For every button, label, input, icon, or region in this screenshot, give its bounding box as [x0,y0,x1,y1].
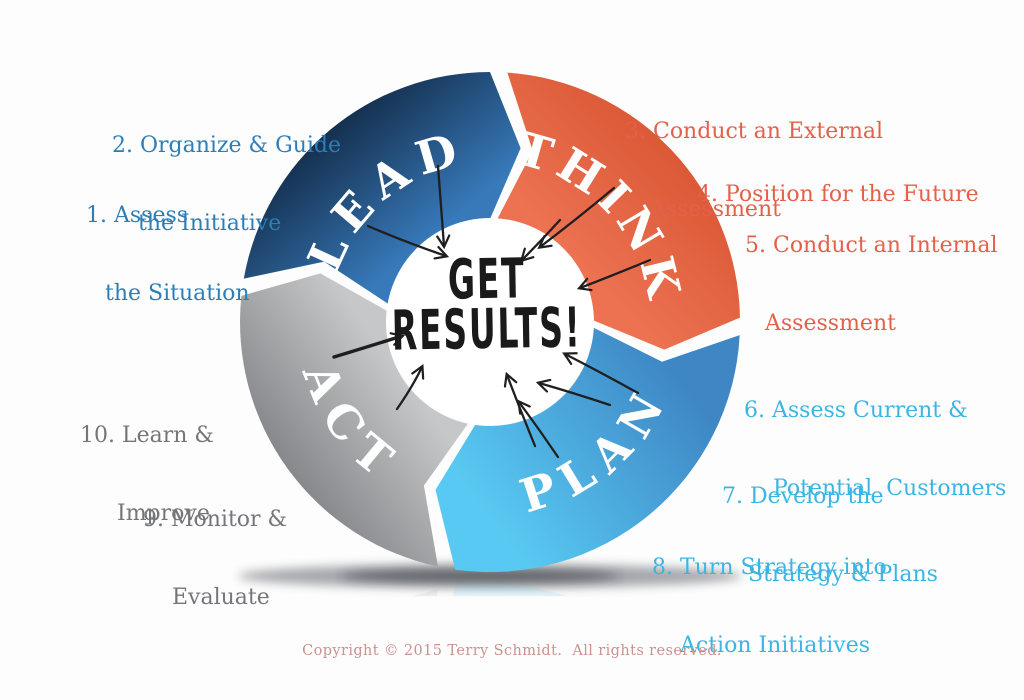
sketch-arrow [436,164,451,250]
step-line: 6. Assess Current & [744,398,968,423]
step-line: Potential Customers [773,476,1007,501]
step-line: the Situation [105,281,250,306]
step-line: 1. Assess [86,203,189,228]
sketch-arrow [366,224,450,260]
step-line: Action Initiatives [680,633,870,658]
copyright-text: Copyright © 2015 Terry Schmidt. All righ… [302,643,722,659]
step-line: 7. Develop the [722,484,884,509]
step-item-8: 8. Turn Strategy into Action Initiatives [652,503,887,700]
step-item-2: 2. Organize & Guide the Initiative [112,81,341,289]
step-line: 8. Turn Strategy into [652,555,887,580]
sketch-arrow [535,378,612,407]
step-item-10: 10. Learn & Improve [80,371,214,579]
center-title-line2: RESULTS! [391,295,582,363]
step-line: 2. Organize & Guide [112,133,342,158]
step-line: Evaluate [172,585,270,610]
sketch-arrow [517,399,560,459]
segment-lead [243,72,521,305]
sketch-arrow-pen [332,332,406,359]
wheel: LEAD THINK PLAN ACT [240,72,740,573]
sketch-arrow [395,364,425,411]
step-line: 10. Learn & [80,423,214,448]
step-item-6: 6. Assess Current & Potential Customers [744,346,1006,554]
step-item-7: 7. Develop the Strategy & Plans [722,432,938,640]
step-line: 9. Monitor & [143,507,288,532]
step-line: 3. Conduct an External [625,119,884,144]
segment-act [240,273,469,567]
step-line: the Initiative [138,211,282,236]
sketch-arrows [332,164,652,459]
step-item-9: 9. Monitor & Evaluate [143,455,287,663]
segment-plan [435,327,740,573]
step-item-3: 3. Conduct an External Assessment [625,67,883,275]
segment-think [497,72,740,350]
center-title: GET RESULTS! [391,246,582,363]
center-circle [386,218,594,426]
step-item-4: 4. Position for the Future [697,130,979,260]
step-line: Improve [117,501,210,526]
step-line: Assessment [650,197,781,222]
step-line: Assessment [765,311,896,336]
step-line: 5. Conduct an Internal [745,233,998,258]
sketch-arrow [537,186,616,249]
center-title-line1: GET [447,246,526,312]
step-line: 4. Position for the Future [697,182,979,207]
sketch-arrow [562,352,640,395]
step-item-5: 5. Conduct an Internal Assessment [745,181,997,389]
wheel-shadow [238,564,742,588]
step-line: Strategy & Plans [748,562,938,587]
sketch-arrow [576,258,652,292]
step-item-1: 1. Assess the Situation [86,151,250,359]
